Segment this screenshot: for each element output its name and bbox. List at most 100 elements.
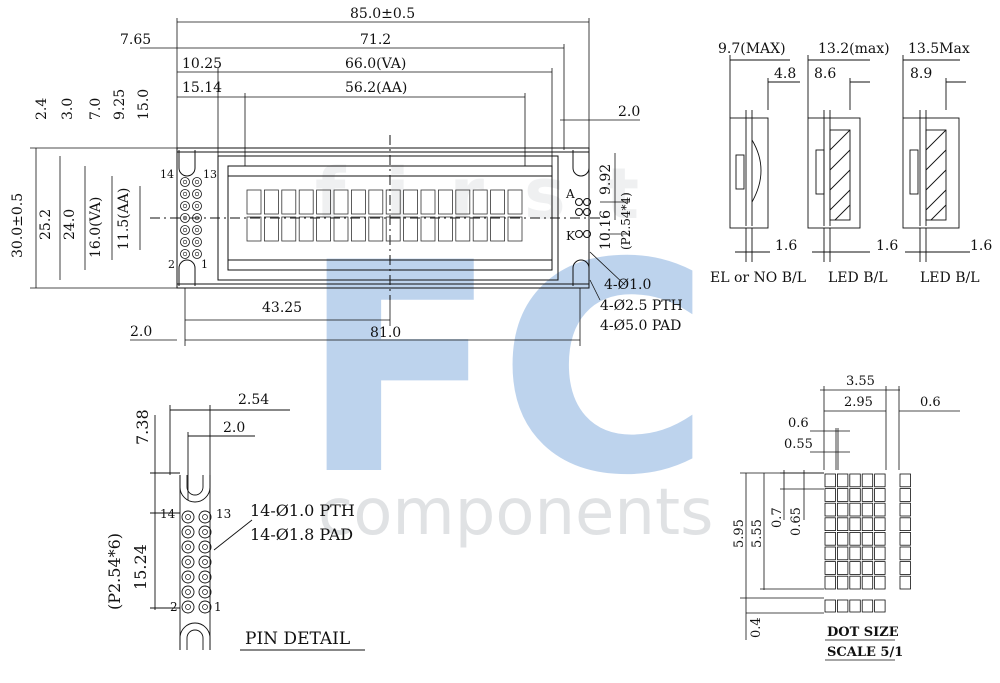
dot-cell [861,473,874,488]
dim-pcb-width: 71.2 [360,32,391,48]
side-view-led-1 [807,55,870,262]
pin-detail-pad [198,570,212,584]
dot-cell-adjacent [899,575,911,590]
dim-viewing-area: 66.0(VA) [345,56,406,72]
pin-detail-dim-2-0: 2.0 [223,420,245,436]
side-view-el [729,55,800,262]
dot-cell-adjacent [899,546,911,561]
pin-detail-pad [198,540,212,554]
pin-pad [192,213,202,223]
side2-label: LED B/L [828,270,888,286]
pin-detail-pad [198,555,212,569]
character-cell [437,189,453,215]
dot-dim-0-6-right: 0.6 [920,395,941,410]
dot-cell [849,575,861,590]
pin-pad [180,237,190,247]
dot-cell [837,517,849,531]
side1-top-dim: 9.7(MAX) [718,41,786,57]
dim-overall-height: 30.0±0.5 [10,193,26,258]
dot-cell [861,575,874,590]
side2-sub-dim: 8.6 [814,66,836,82]
pin-detail-hole [185,529,191,535]
dim-top-3-0: 3.0 [60,98,76,120]
character-cell [490,189,506,215]
character-cell [472,189,488,215]
dot-size-detail [740,386,960,661]
pin-num-13: 13 [203,168,217,181]
dot-cell-adjacent [899,561,911,575]
pin-pad [192,225,202,235]
main-dimension-lines [30,18,640,346]
dot-cell [824,561,836,575]
pin-num-2: 2 [168,258,175,271]
character-cell [455,189,471,215]
dot-cell-adjacent [899,532,911,546]
pin-detail-hole [202,559,208,565]
pin-detail-hole [202,529,208,535]
character-cell [263,189,279,215]
dot-cell [874,546,886,561]
side1-label: EL or NO B/L [710,270,806,286]
dot-cell [849,546,861,561]
pin-detail-note-pad: 14-Ø1.8 PAD [250,525,353,544]
pin-detail-dim-pitch: 2.54 [238,392,269,408]
side1-sub-dim: 4.8 [774,66,796,82]
pin-pad [192,249,202,259]
dot-dim-2-95: 2.95 [844,395,873,410]
dot-cell-cursor [837,599,849,613]
dim-overall-width: 85.0±0.5 [350,6,415,22]
pin-hole [194,239,200,245]
mount-hole-bl [178,259,196,286]
dot-size-title: DOT SIZE [827,625,899,640]
dot-cell-cursor [861,599,874,613]
pin-detail-note-pth: 14-Ø1.0 PTH [250,501,355,520]
dot-cell [861,517,874,531]
dim-top-2-4: 2.4 [34,98,50,120]
pin-pad [192,177,202,187]
dot-cell [837,575,849,590]
character-cell [350,189,366,215]
dot-grid [824,473,911,613]
pin-pad [180,177,190,187]
character-cell [385,216,401,242]
pin-detail-labels: 2.54 2.0 7.38 (P2.54*6) 15.24 14 13 2 1 … [105,392,355,649]
character-cell [368,189,384,215]
character-cell [316,189,332,215]
main-pin-holes [180,177,202,259]
note-hole-pad: 4-Ø5.0 PAD [600,318,681,334]
dot-cell [861,502,874,517]
side1-bottom-dim: 1.6 [775,238,797,254]
character-cell [420,189,436,215]
dot-cell [874,473,886,488]
pin-detail-top-slot [179,475,211,503]
pin-detail-title: PIN DETAIL [245,629,350,649]
dot-cell [861,532,874,546]
dim-top-9-25: 9.25 [112,89,128,120]
character-cell [420,216,436,242]
dot-cell [861,561,874,575]
dot-cell [849,502,861,517]
dot-dim-0-7: 0.7 [770,507,785,528]
pin-detail-hole [185,589,191,595]
dim-aa-offset: 15.14 [182,80,222,96]
dot-cell-cursor [849,599,861,613]
pin-num-14: 14 [160,168,174,181]
pin-detail-hole [185,559,191,565]
pin-detail [150,405,365,651]
dot-cell [874,502,886,517]
character-cell [472,216,488,242]
dot-cell-adjacent [899,502,911,517]
dim-top-15-0: 15.0 [136,89,152,120]
character-cell [333,216,349,242]
note-hole-pth: 4-Ø2.5 PTH [600,298,683,314]
dot-cell-adjacent [899,473,911,488]
dot-cell [849,561,861,575]
pin-hole [194,215,200,221]
dot-cell [849,473,861,488]
character-cell [350,216,366,242]
character-cell [368,216,384,242]
pin-pad [180,189,190,199]
dot-cell [849,532,861,546]
